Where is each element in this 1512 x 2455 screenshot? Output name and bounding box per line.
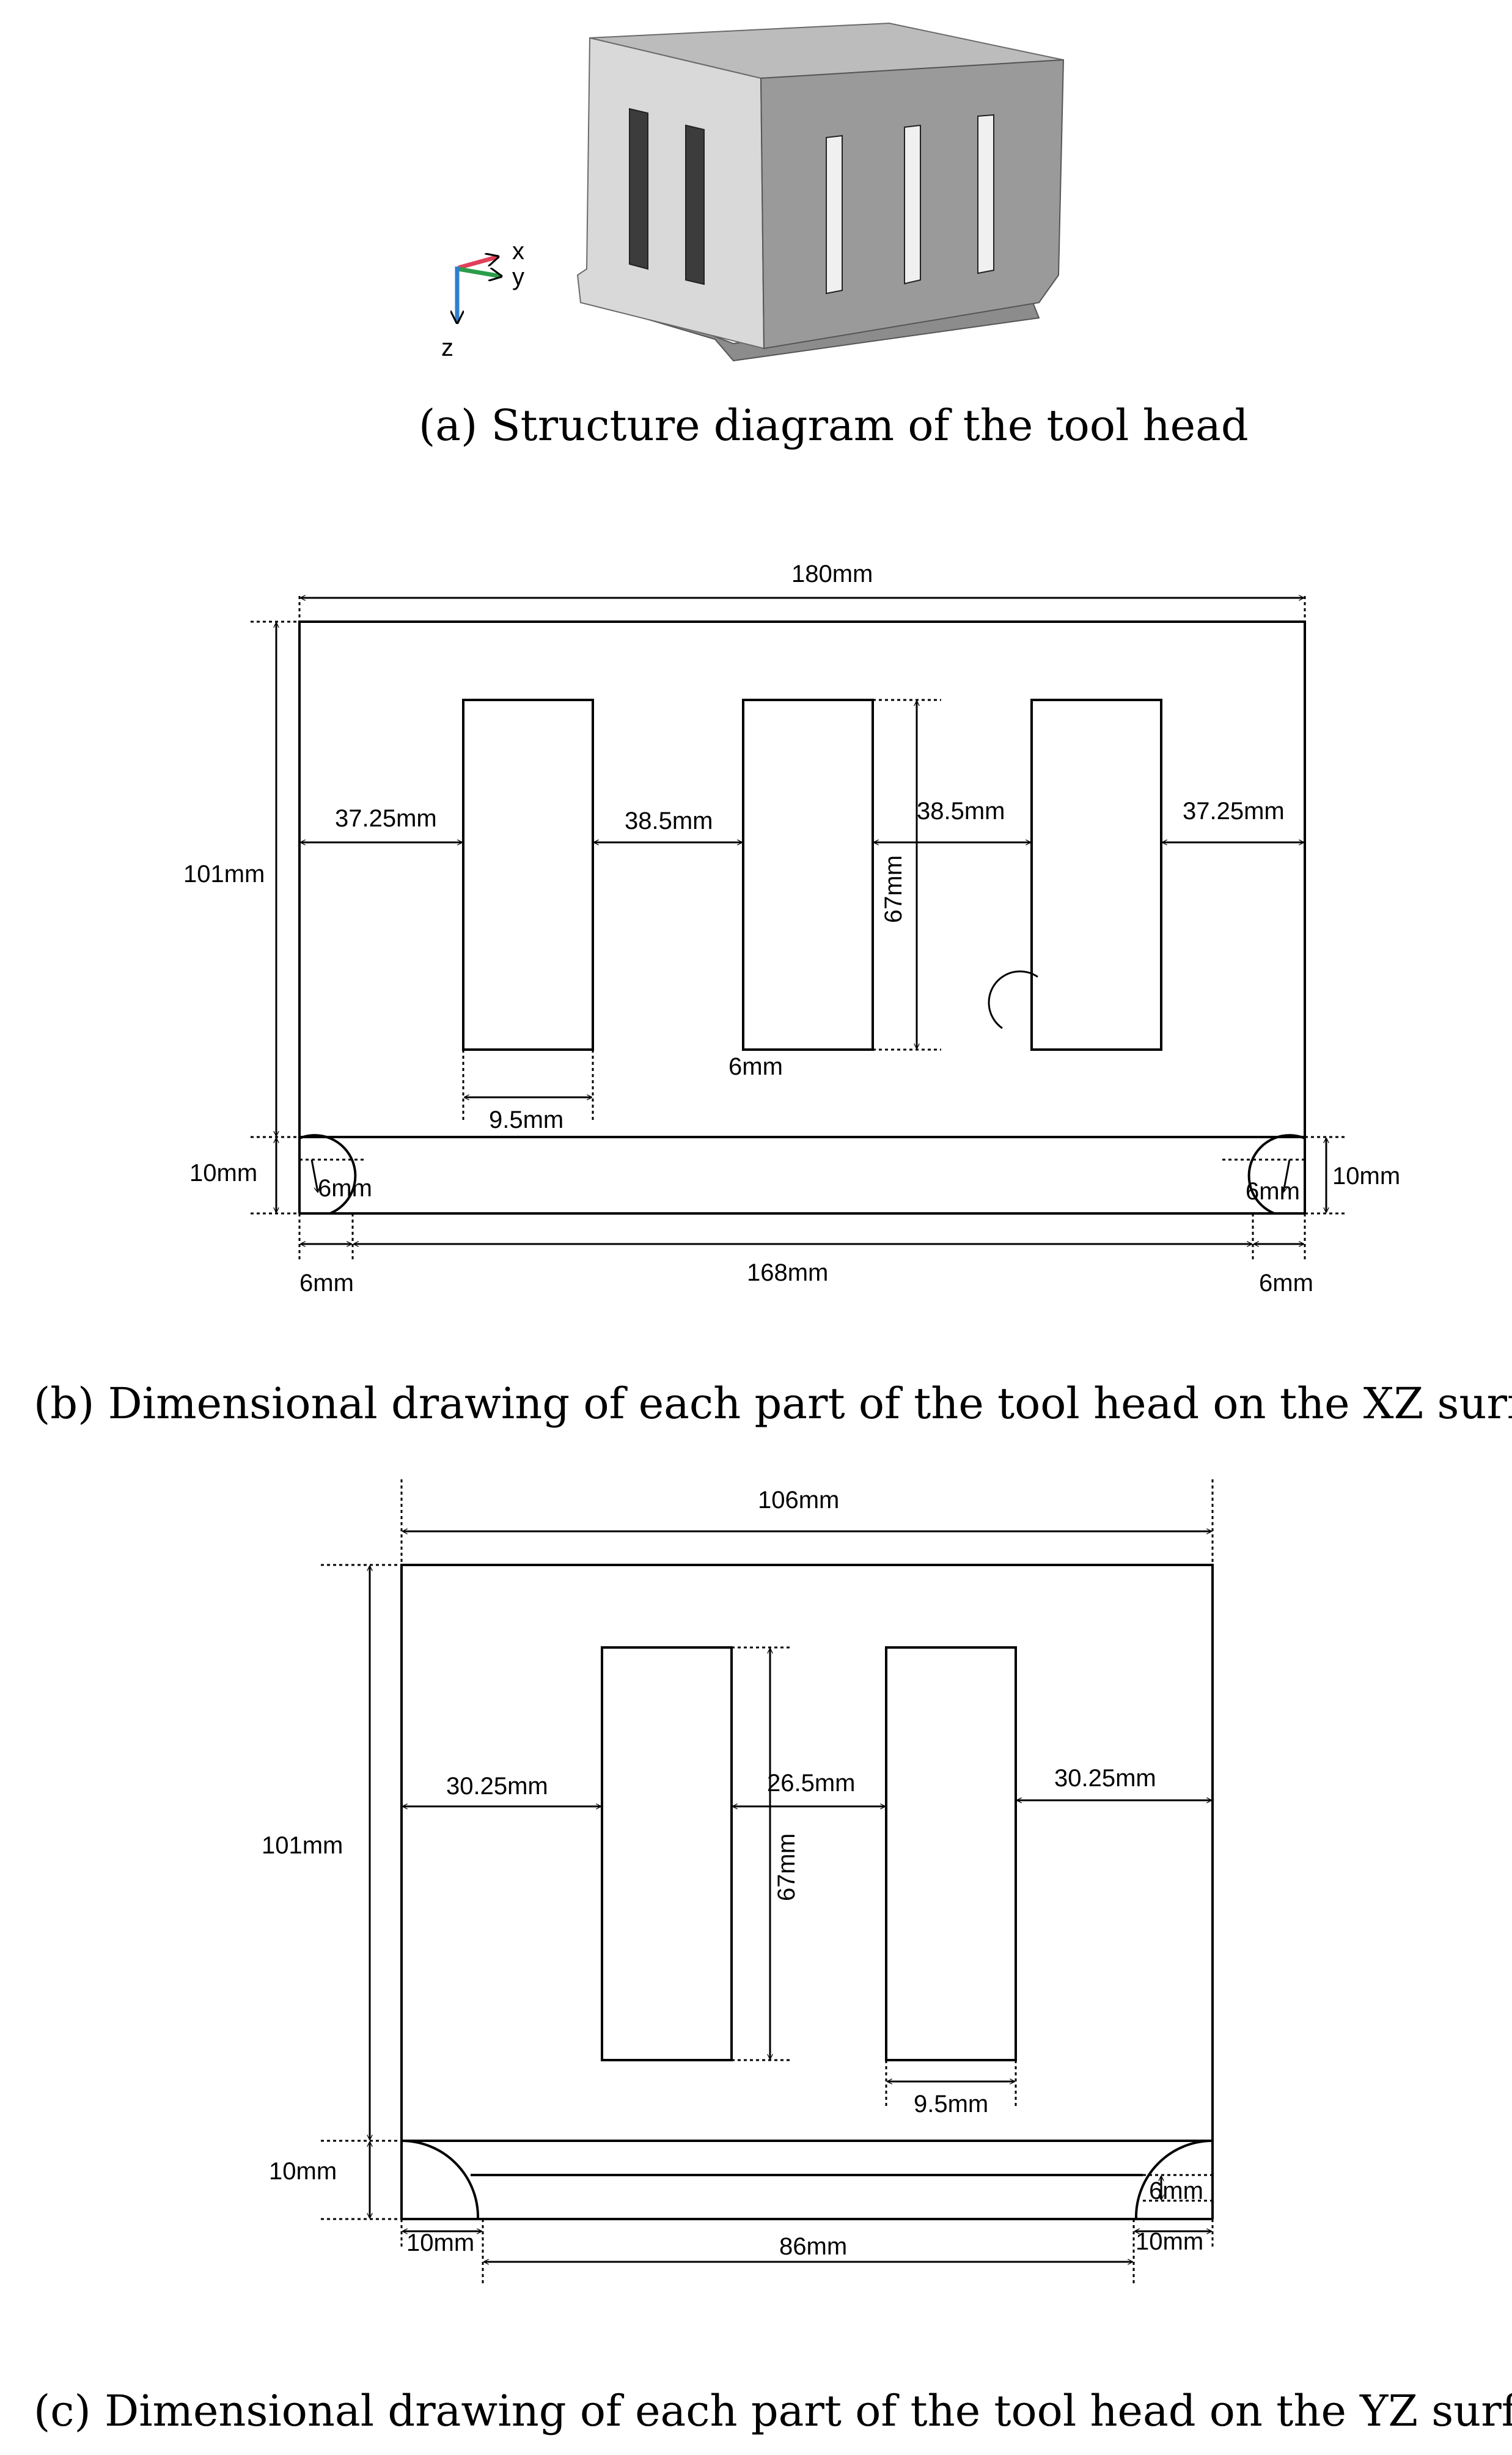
xz-label-left-gap: 37.25mm <box>335 805 437 832</box>
xz-fillet-right <box>1247 1134 1305 1215</box>
xz-outline <box>298 620 1306 1138</box>
xz-drawing: 180mm 101mm 37.25mm 38.5mm 38.5mm 37.25m… <box>183 561 1400 1297</box>
xz-label-width: 180mm <box>791 561 873 587</box>
yz-label-bottom-width: 86mm <box>779 2233 847 2260</box>
structure-3d-view: x y z <box>441 22 1065 362</box>
yz-label-slot-width: 9.5mm <box>914 2091 988 2118</box>
xz-label-fillet-left: 6mm <box>318 1175 372 1202</box>
xz-label-offset-left: 6mm <box>299 1270 354 1297</box>
yz-label-right-gap: 30.25mm <box>1054 1765 1156 1792</box>
x-axis-label: x <box>512 238 524 265</box>
caption-a: (a) Structure diagram of the tool head <box>419 400 1249 451</box>
yz-label-offset-right: 10mm <box>1136 2228 1203 2255</box>
yz-fillet-left <box>401 2140 480 2220</box>
xz-dim-fillet-left <box>310 1159 318 1192</box>
yz-label-fillet-right: 6mm <box>1149 2177 1203 2204</box>
caption-b: (b) Dimensional drawing of each part of … <box>34 1378 1512 1429</box>
xz-label-base-height: 10mm <box>189 1160 257 1187</box>
xz-label-right-gap: 37.25mm <box>1183 798 1285 825</box>
xz-slot-2 <box>742 699 874 1051</box>
yz-label-offset-left: 10mm <box>406 2229 474 2256</box>
y-axis-arrow <box>458 267 501 276</box>
yz-drawing: 106mm 101mm 30.25mm 26.5mm 30.25mm 67mm … <box>262 1479 1216 2286</box>
side-slot-1 <box>826 134 843 295</box>
yz-outline <box>400 1564 1214 2142</box>
xz-label-slot-width: 9.5mm <box>489 1106 563 1133</box>
xz-arc-mark <box>988 970 1038 1029</box>
xz-fillet-left <box>299 1134 357 1215</box>
yz-label-height: 101mm <box>262 1832 343 1859</box>
front-slot-2 <box>685 124 705 285</box>
side-slot-2 <box>904 124 921 285</box>
yz-label-width: 106mm <box>758 1487 839 1514</box>
xz-slot-1 <box>462 699 594 1051</box>
side-slot-3 <box>977 114 994 274</box>
yz-label-gap-mid: 26.5mm <box>767 1770 856 1797</box>
xz-dim-fillet-right <box>1283 1159 1291 1192</box>
yz-slot-2 <box>885 1646 1017 2061</box>
xz-label-height: 101mm <box>183 861 265 888</box>
z-axis-label: z <box>441 334 453 361</box>
yz-label-base-height: 10mm <box>269 2158 337 2185</box>
xz-label-base-height-right: 10mm <box>1332 1163 1400 1190</box>
yz-label-slot-height: 67mm <box>773 1833 800 1901</box>
xz-slot-3 <box>1030 699 1162 1051</box>
yz-fillet-right <box>1134 2140 1213 2220</box>
y-axis-label: y <box>512 263 524 290</box>
axis-triad: x y z <box>441 238 524 361</box>
caption-c: (c) Dimensional drawing of each part of … <box>34 2386 1512 2436</box>
xz-label-fillet-right: 6mm <box>1246 1178 1300 1205</box>
front-slot-1 <box>629 108 648 270</box>
yz-label-left-gap: 30.25mm <box>446 1773 548 1800</box>
yz-slot-1 <box>601 1646 733 2061</box>
xz-label-gap-2: 38.5mm <box>917 798 1005 825</box>
xz-label-slot-bottom: 6mm <box>728 1053 783 1080</box>
xz-label-slot-height: 67mm <box>880 855 907 923</box>
xz-label-gap-1: 38.5mm <box>625 808 713 834</box>
xz-label-offset-right: 6mm <box>1259 1270 1313 1297</box>
box-front-face <box>576 37 765 350</box>
xz-label-bottom-width: 168mm <box>747 1259 828 1286</box>
x-axis-arrow <box>458 257 498 270</box>
